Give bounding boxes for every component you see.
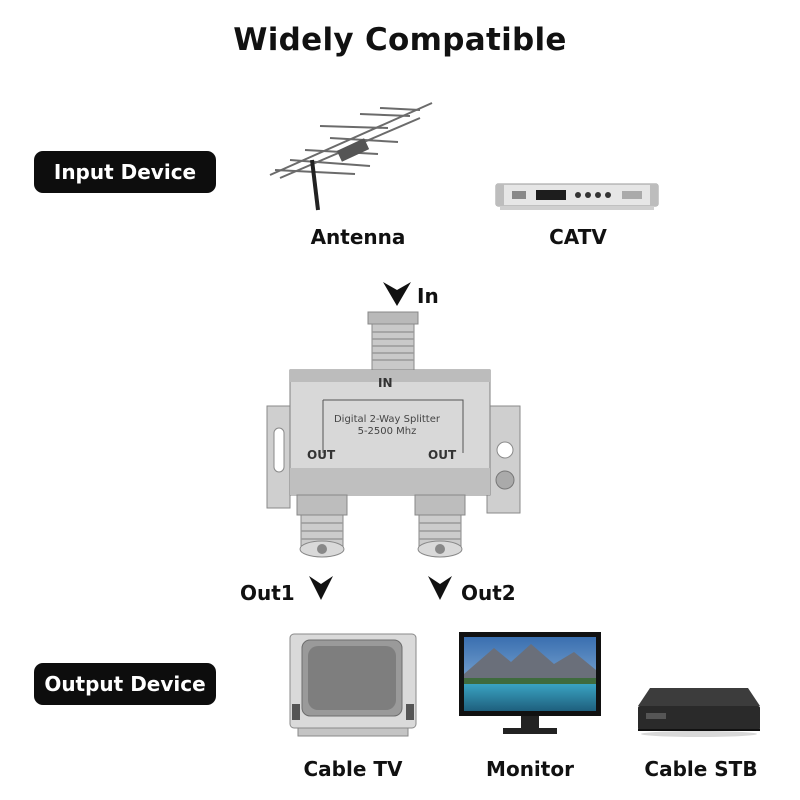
device-label-cable-tv: Cable TV xyxy=(303,757,403,781)
splitter-port-out-left-label: OUT xyxy=(307,448,336,462)
input-device-badge: Input Device xyxy=(34,151,216,193)
splitter-printed-text: Digital 2-Way Splitter 5-2500 Mhz xyxy=(331,414,443,438)
splitter-text-line2: 5-2500 Mhz xyxy=(357,426,417,437)
device-label-catv: CATV xyxy=(549,225,607,249)
output-device-badge: Output Device xyxy=(34,663,216,705)
page-title: Widely Compatible xyxy=(233,22,567,58)
device-label-cable-stb: Cable STB xyxy=(644,757,758,781)
device-label-monitor: Monitor xyxy=(486,757,574,781)
out2-label: Out2 xyxy=(461,581,516,605)
down-arrow-in-icon xyxy=(383,282,411,306)
out1-label: Out1 xyxy=(240,581,295,605)
down-arrow-out2-icon xyxy=(428,576,452,600)
catv-unit-icon xyxy=(495,183,659,210)
crt-tv-icon xyxy=(289,633,417,737)
device-label-antenna: Antenna xyxy=(310,225,406,249)
splitter-port-out-right-label: OUT xyxy=(428,448,457,462)
down-arrow-out1-icon xyxy=(309,576,333,600)
monitor-icon xyxy=(459,632,601,734)
splitter-text-line1: Digital 2-Way Splitter xyxy=(333,414,440,425)
splitter-port-in-label: IN xyxy=(378,376,393,390)
set-top-box-icon xyxy=(638,688,760,737)
in-arrow-label: In xyxy=(417,284,439,308)
splitter-image xyxy=(266,311,521,558)
antenna-icon xyxy=(269,102,433,211)
